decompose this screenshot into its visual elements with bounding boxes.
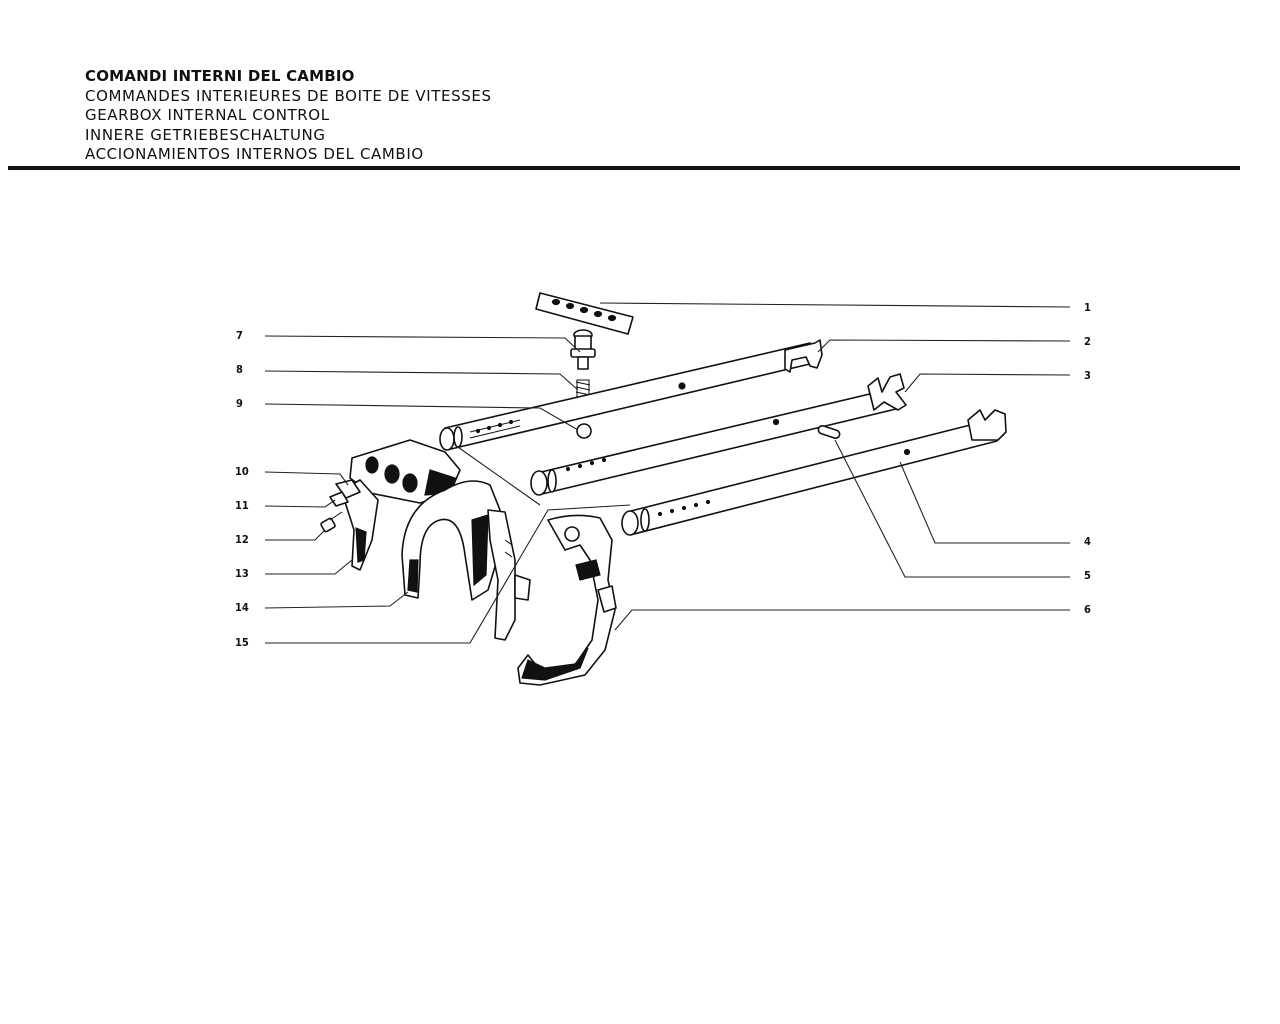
plug-screw: [570, 329, 596, 370]
leader-lines: [264, 302, 1071, 644]
fork-lock-plate: [329, 479, 361, 507]
callout-12: 12: [235, 533, 249, 546]
callout-8: 8: [236, 363, 243, 376]
guide-block: [349, 439, 461, 504]
callout-4: 4: [1084, 535, 1091, 548]
callout-3: 3: [1084, 369, 1091, 382]
selector-fork-long: [487, 509, 531, 641]
selector-fork-right: [517, 514, 617, 686]
selector-rod-lower: [621, 409, 1007, 536]
header-rule: [8, 166, 1240, 170]
callout-14: 14: [235, 601, 249, 614]
selector-fork-center: [401, 480, 501, 601]
title-spanish: ACCIONAMIENTOS INTERNOS DEL CAMBIO: [85, 145, 424, 163]
title-french: COMMANDES INTERIEURES DE BOITE DE VITESS…: [85, 86, 492, 105]
callout-10: 10: [235, 465, 249, 478]
callout-6: 6: [1084, 603, 1091, 616]
callout-2: 2: [1084, 335, 1091, 348]
callout-5: 5: [1084, 569, 1091, 582]
callout-7: 7: [236, 329, 243, 342]
callout-13: 13: [235, 567, 249, 580]
callout-9: 9: [236, 397, 243, 410]
locking-plate: [535, 292, 634, 335]
fork-screw: [320, 511, 343, 533]
selector-rod-middle: [530, 373, 907, 496]
title-italian: COMANDI INTERNI DEL CAMBIO: [85, 67, 355, 85]
callout-15: 15: [235, 636, 249, 649]
title-german: INNERE GETRIEBESCHALTUNG: [85, 125, 326, 144]
selector-fork-left: [341, 479, 379, 571]
detent-ball: [576, 423, 592, 439]
callout-1: 1: [1084, 301, 1091, 314]
page-header: COMANDI INTERNI DEL CAMBIO COMMANDES INT…: [85, 67, 492, 165]
callout-11: 11: [235, 499, 249, 512]
selector-rod-upper: [439, 339, 823, 451]
interlock-pin: [817, 425, 841, 439]
title-english: GEARBOX INTERNAL CONTROL: [85, 106, 330, 124]
